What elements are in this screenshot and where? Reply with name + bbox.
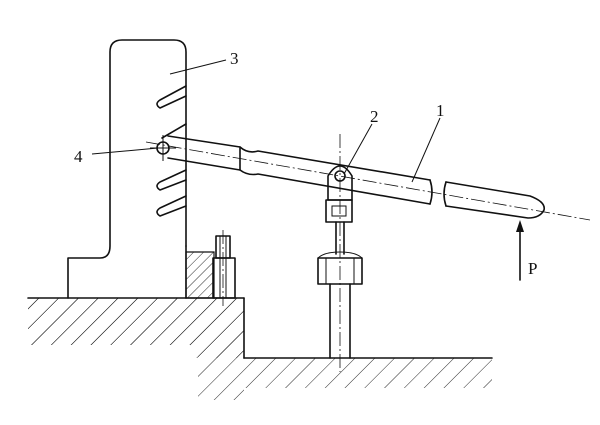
label-bracket: 3 <box>230 49 239 68</box>
label-clevis: 2 <box>370 107 379 126</box>
label-pivot: 4 <box>74 147 83 166</box>
lever-rod <box>145 135 591 221</box>
anchor-bolt <box>212 230 236 306</box>
ground-base <box>27 297 504 425</box>
label-rod: 1 <box>436 101 445 120</box>
clevis-support <box>317 134 363 372</box>
leader-lines <box>91 59 441 183</box>
label-load: P <box>528 259 537 278</box>
load-arrow <box>516 220 524 281</box>
bracket <box>67 39 215 299</box>
